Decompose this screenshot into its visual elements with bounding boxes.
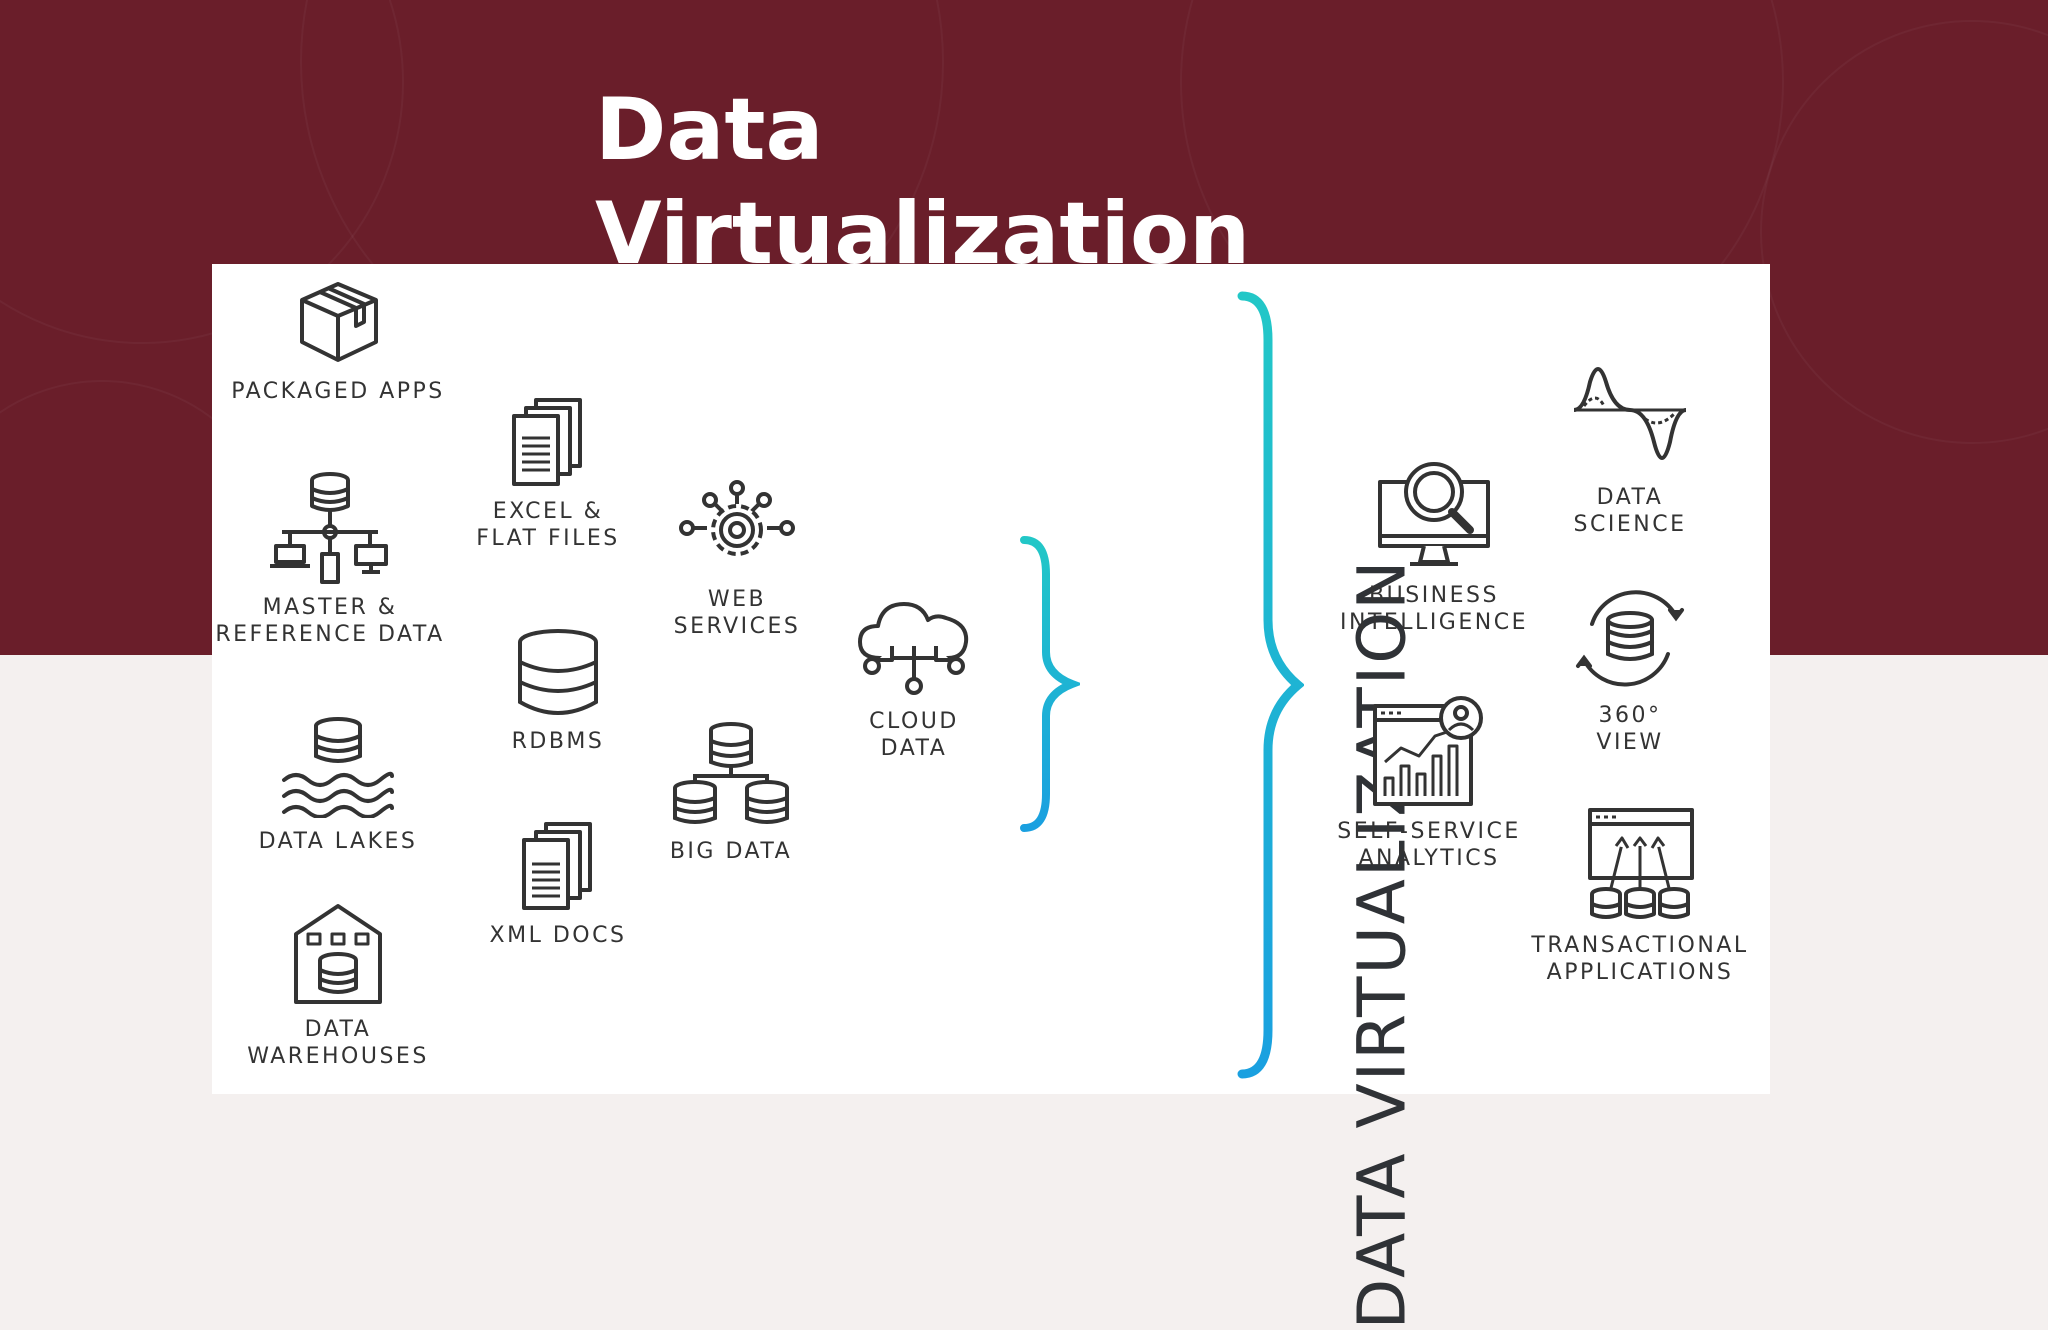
input-brace-icon xyxy=(1020,536,1080,832)
consumer-self-service-analytics: SELF-SERVICE ANALYTICS xyxy=(1324,696,1534,872)
source-master-reference-data: MASTER & REFERENCE DATA xyxy=(210,468,450,648)
data-virtualization-label: DATA VIRTUALIZATION xyxy=(1343,558,1421,1330)
source-packaged-apps: PACKAGED APPS xyxy=(228,272,448,405)
database-cycle-icon xyxy=(1576,590,1684,687)
database-icon xyxy=(518,629,598,715)
documents-icon xyxy=(512,398,582,486)
source-rdbms: RDBMS xyxy=(478,628,638,755)
web-gear-icon xyxy=(679,480,795,556)
xml-docs-icon xyxy=(522,822,592,910)
analytics-dashboard-icon xyxy=(1373,696,1483,806)
source-data-lakes: DATA LAKES xyxy=(228,714,448,855)
diagram-panel: PACKAGED APPS EXCEL & FLAT FILES MASTER … xyxy=(210,264,1770,1330)
source-big-data: BIG DATA xyxy=(646,720,816,865)
cloud-icon xyxy=(858,602,969,695)
big-data-icon xyxy=(673,722,789,824)
monitor-search-icon xyxy=(1378,462,1490,566)
source-excel-flat-files: EXCEL & FLAT FILES xyxy=(448,396,648,552)
warehouse-icon xyxy=(294,904,382,1004)
output-brace-icon xyxy=(1237,291,1304,1079)
transactional-apps-icon xyxy=(1588,808,1694,919)
package-icon xyxy=(300,282,378,362)
page-title: Data Virtualization xyxy=(595,80,1251,284)
consumer-business-intelligence: BUSINESS INTELLIGENCE xyxy=(1334,458,1534,636)
source-data-warehouses: DATA WAREHOUSES xyxy=(228,900,448,1070)
consumer-360-view: 360° VIEW xyxy=(1550,584,1710,756)
wave-icon xyxy=(1573,367,1687,460)
consumer-data-science: DATA SCIENCE xyxy=(1550,362,1710,538)
consumer-transactional-applications: TRANSACTIONAL APPLICATIONS xyxy=(1530,806,1750,986)
data-lake-icon xyxy=(282,717,394,818)
source-web-services: WEB SERVICES xyxy=(642,480,832,640)
source-cloud-data: CLOUD DATA xyxy=(834,594,994,762)
network-database-icon xyxy=(270,472,388,584)
source-xml-docs: XML DOCS xyxy=(468,820,648,949)
